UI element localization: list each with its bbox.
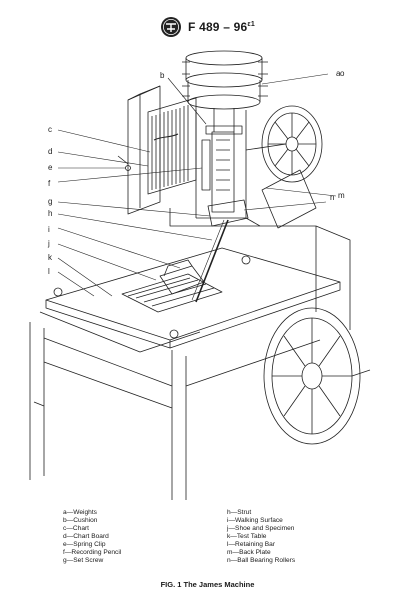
callout-o: o: [340, 69, 345, 78]
callout-l: l: [48, 267, 50, 276]
legend-item: c—Chart: [63, 525, 90, 532]
callout-i: i: [48, 225, 50, 234]
legend-item: m—Back Plate: [227, 549, 271, 556]
upper-handwheel: [245, 105, 323, 229]
legend-item: d—Chart Board: [63, 533, 109, 540]
callout-labels: b o c d e f g h i j k l n m a: [47, 69, 345, 276]
james-machine-drawing: b o c d e f g h i j k l n m a: [29, 50, 371, 500]
callout-j: j: [47, 239, 50, 248]
weights-stack: [182, 50, 268, 135]
column-frame: [195, 110, 261, 227]
callout-b: b: [160, 71, 165, 80]
page-header: F 489 – 96ε1: [0, 14, 415, 40]
callout-d: d: [48, 147, 52, 156]
callout-k: k: [48, 253, 53, 262]
callout-c: c: [48, 125, 52, 134]
callout-f: f: [48, 179, 51, 188]
legend-item: i—Walking Surface: [227, 517, 283, 524]
astm-logo-icon: [161, 17, 181, 37]
legend-item: n—Ball Bearing Rollers: [227, 557, 296, 564]
lower-handwheel: [263, 307, 371, 445]
chart-board: [117, 85, 197, 215]
legend-column-right: h—Strut i—Walking Surface j—Shoe and Spe…: [227, 509, 295, 565]
legend-item: j—Shoe and Specimen: [227, 525, 295, 532]
base-stand: [29, 208, 351, 500]
legend-item: f—Recording Pencil: [63, 549, 122, 556]
leader-lines: [57, 73, 337, 297]
callout-g: g: [48, 197, 52, 206]
legend-item: k—Test Table: [227, 533, 267, 540]
legend-item: b—Cushion: [63, 517, 98, 524]
shoe-and-strut: [159, 199, 249, 303]
callout-a: a: [336, 69, 341, 78]
standard-designation: F 489 – 96ε1: [188, 20, 255, 34]
callout-e: e: [48, 163, 53, 172]
callout-h: h: [48, 209, 52, 218]
legend-item: l—Retaining Bar: [227, 541, 276, 548]
callout-m: m: [338, 191, 345, 200]
callout-n: n: [330, 193, 334, 202]
legend-column-left: a—Weights b—Cushion c—Chart d—Chart Boar…: [63, 509, 121, 565]
legend-item: a—Weights: [63, 509, 97, 516]
legend-item: e—Spring Clip: [63, 541, 106, 548]
figure-caption: FIG. 1 The James Machine: [160, 580, 255, 589]
legend-item: h—Strut: [227, 509, 252, 516]
figure-legend: a—Weights b—Cushion c—Chart d—Chart Boar…: [0, 509, 415, 569]
legend-item: g—Set Screw: [63, 557, 104, 564]
test-table: [39, 247, 341, 353]
